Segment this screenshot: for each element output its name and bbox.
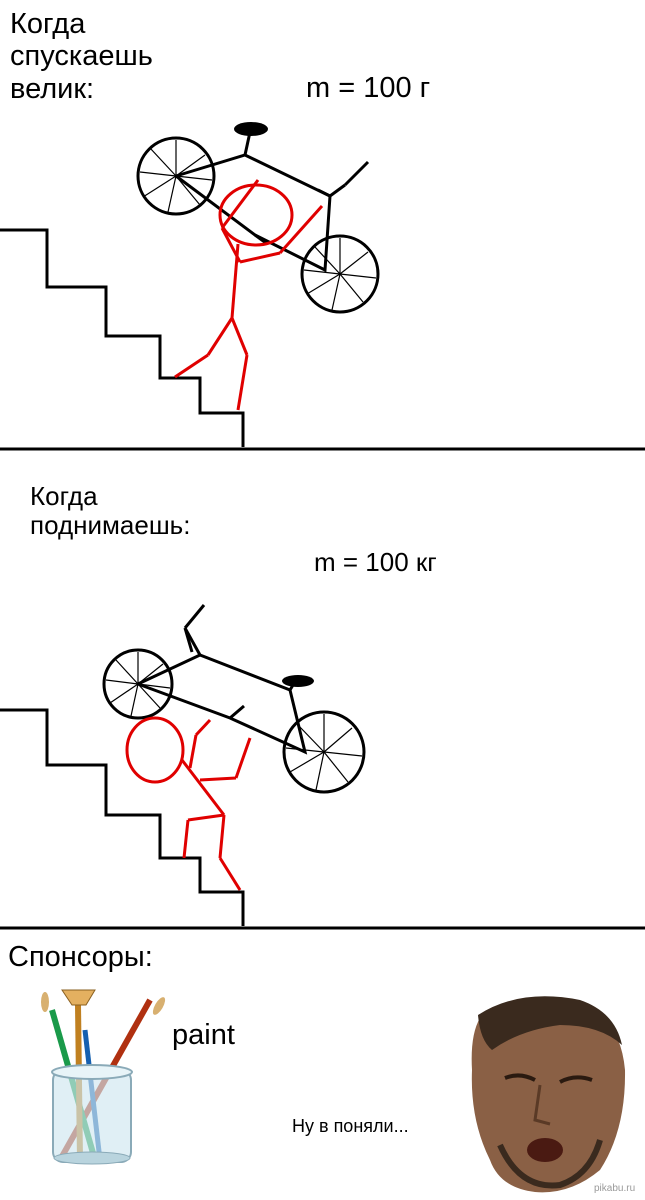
caption-going-up: Когда поднимаешь: (30, 481, 191, 541)
remark-text: Ну в поняли... (292, 1116, 409, 1136)
bike-seat-panel2 (282, 675, 314, 687)
bicycle-panel1 (136, 131, 380, 314)
stick-figure-panel2 (125, 716, 252, 891)
stick-figure-panel1 (174, 179, 324, 411)
caption-going-down: Когда спускаешь велик: (10, 8, 153, 105)
paint-brushes-jar-icon (41, 989, 166, 1165)
stairs-panel1 (0, 228, 645, 451)
bicycle-panel2 (102, 604, 366, 794)
mass-label-heavy: m = 100 кг (314, 547, 437, 577)
paint-label: paint (172, 1019, 235, 1051)
watermark: pikabu.ru (594, 1183, 636, 1194)
mass-label-light: m = 100 г (306, 72, 431, 104)
crying-face-image (471, 996, 626, 1193)
bike-seat-panel1 (234, 122, 268, 136)
sponsors-title: Спонсоры: (8, 941, 153, 973)
stairs-panel2 (0, 708, 645, 930)
